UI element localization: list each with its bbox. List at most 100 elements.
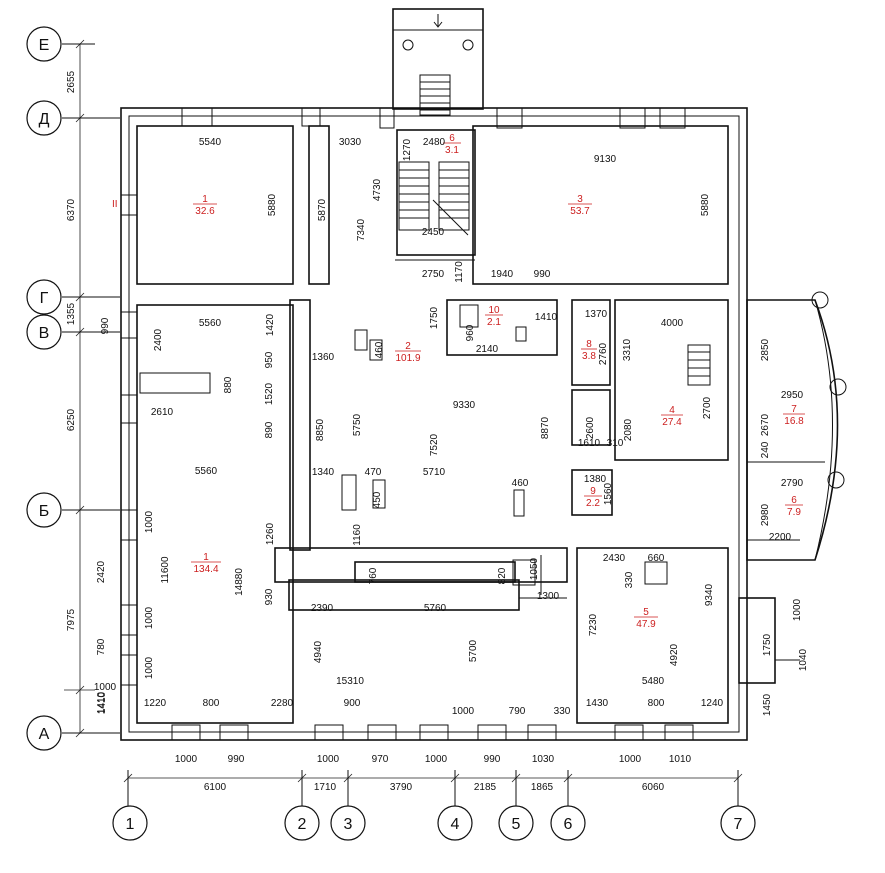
inner-dimension-label: 2610 <box>151 407 174 418</box>
inner-dimension-label: 990 <box>484 754 501 765</box>
inner-dimension-label: 14880 <box>234 568 245 596</box>
inner-dimension-label: 9330 <box>453 400 476 411</box>
inner-dimension-label: 2420 <box>96 560 107 583</box>
inner-dimension-label: 8870 <box>540 416 551 439</box>
inner-dimension-label: 460 <box>374 341 385 358</box>
inner-dimension-label: 1410 <box>535 312 558 323</box>
inner-dimension-label: 1750 <box>429 306 440 329</box>
room-area: 2.2 <box>586 498 600 509</box>
room-number: 9 <box>590 486 596 497</box>
inner-dimension-label: 800 <box>648 698 665 709</box>
room-label: 6 7.9 <box>785 495 803 518</box>
dim-left-1: 6370 <box>66 198 77 221</box>
room-area: 7.9 <box>787 507 801 518</box>
inner-dimension-label: 2480 <box>423 137 446 148</box>
inner-dimension-label: 4940 <box>313 640 324 663</box>
dim-left-3: 990 <box>100 317 111 334</box>
inner-dimension-label: 1380 <box>584 474 607 485</box>
inner-dimension-label: 5880 <box>700 193 711 216</box>
inner-dimension-label: 1520 <box>264 382 275 405</box>
inner-dimension-label: 890 <box>264 421 275 438</box>
inner-dimension-label: 2600 <box>585 416 596 439</box>
room-area: 3.8 <box>582 351 596 362</box>
inner-dimension-label: 2850 <box>760 338 771 361</box>
room-area: 134.4 <box>193 564 218 575</box>
room-area: 2.1 <box>487 317 501 328</box>
inner-dimension-label: 2080 <box>623 418 634 441</box>
inner-dimension-label: 4730 <box>372 178 383 201</box>
inner-dimension-label: 780 <box>96 638 107 655</box>
dim-left-6: 1410 <box>96 691 107 714</box>
inner-dimension-label: 5480 <box>642 676 665 687</box>
inner-dimension-label: 5880 <box>267 193 278 216</box>
inner-dimension-label: 5710 <box>423 467 446 478</box>
room-label: 4 27.4 <box>661 405 683 428</box>
inner-dimension-label: 2200 <box>769 532 792 543</box>
room-labels: 1 32.6 3 53.7 6 3.1 2 101.9 10 2.1 8 3.8 <box>191 133 805 630</box>
inner-dimension-label: 1270 <box>402 138 413 161</box>
inner-dimension-label: 1260 <box>265 522 276 545</box>
room-area: 16.8 <box>784 416 804 427</box>
inner-dimension-label: 990 <box>534 269 551 280</box>
room-area: 32.6 <box>195 206 215 217</box>
inner-dimension-label: 1000 <box>144 510 155 533</box>
inner-dimension-label: 1450 <box>762 693 773 716</box>
inner-dimension-label: 2950 <box>781 390 804 401</box>
inner-dimension-label: 9130 <box>594 154 617 165</box>
axis-label-1: 1 <box>126 816 135 833</box>
axis-label-4: 4 <box>451 816 460 833</box>
vertical-axes: 1 2 3 4 5 6 7 <box>112 770 756 841</box>
inner-dimension-label: 1000 <box>452 706 475 717</box>
inner-dimension-label: 4000 <box>661 318 684 329</box>
room-area: 3.1 <box>445 145 459 156</box>
room-number: 5 <box>643 607 649 618</box>
inner-dimension-label: 470 <box>365 467 382 478</box>
inner-dimension-label: 7340 <box>356 218 367 241</box>
inner-dimension-label: 7230 <box>588 613 599 636</box>
inner-dimension-label: 2670 <box>760 413 771 436</box>
inner-dimension-label: 1000 <box>792 598 803 621</box>
inner-dimension-label: 1340 <box>312 467 335 478</box>
inner-dimension-label: 1030 <box>532 754 555 765</box>
room-label: 9 2.2 <box>584 486 602 509</box>
inner-dimension-label: 3310 <box>622 338 633 361</box>
room-number: 3 <box>577 194 583 205</box>
room-area: 27.4 <box>662 417 682 428</box>
inner-dimension-label: 1000 <box>425 754 448 765</box>
inner-dimension-label: 1420 <box>265 313 276 336</box>
inner-dimension-label: 1360 <box>312 352 335 363</box>
inner-dimension-label: 2750 <box>422 269 445 280</box>
axis-label-3: 3 <box>344 816 353 833</box>
inner-dimension-label: 1410 <box>97 691 108 714</box>
inner-dimension-label: 1000 <box>317 754 340 765</box>
inner-dimension-label: 8850 <box>315 418 326 441</box>
inner-dimension-label: 7520 <box>429 433 440 456</box>
inner-dimension-label: 2400 <box>153 328 164 351</box>
inner-dimension-label: 2760 <box>598 342 609 365</box>
axis-label-6: 6 <box>564 816 573 833</box>
inner-dimension-label: 15310 <box>336 676 364 687</box>
axis-label-A: А <box>39 726 50 743</box>
inner-dimension-label: 450 <box>372 491 383 508</box>
inner-dimension-label: 11600 <box>160 556 171 584</box>
room-area: 53.7 <box>570 206 590 217</box>
inner-dimension-label: 790 <box>509 706 526 717</box>
room-number: 10 <box>488 305 500 316</box>
dim-bottom-5: 6060 <box>642 782 665 793</box>
inner-dimension-label: 5750 <box>352 413 363 436</box>
inner-dimension-label: 2280 <box>271 698 294 709</box>
inner-dimension-label: 950 <box>264 351 275 368</box>
building-walls <box>120 8 847 741</box>
inner-dimension-label: 1370 <box>585 309 608 320</box>
room-label: 6 3.1 <box>443 133 461 156</box>
inner-dimension-label: 900 <box>344 698 361 709</box>
room-label: 7 16.8 <box>783 404 805 427</box>
dim-bottom-4: 1865 <box>531 782 554 793</box>
inner-dimension-label: 1050 <box>529 557 540 580</box>
inner-dimension-label: 930 <box>264 588 275 605</box>
room-area: 101.9 <box>395 353 420 364</box>
inner-dimension-label: 4920 <box>669 643 680 666</box>
dim-bottom-3: 2185 <box>474 782 497 793</box>
left-dimension-chain: 2655 6370 1355 990 6250 7975 1410 <box>64 39 111 738</box>
inner-dimension-label: 2450 <box>422 227 445 238</box>
